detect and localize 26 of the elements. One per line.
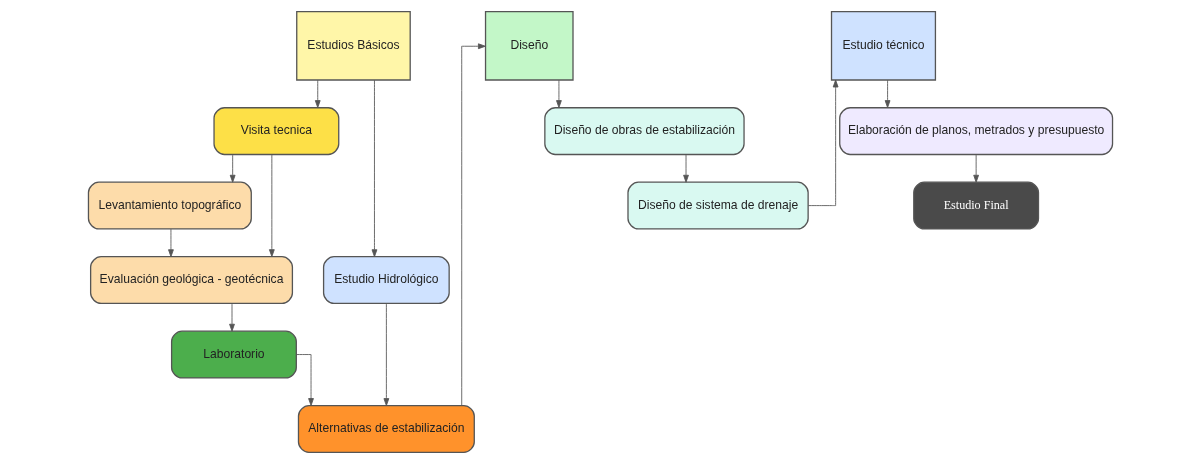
arrow [268,154,275,257]
node-box: Estudio Final [912,181,1039,230]
arrow [807,79,838,207]
node-box: Alternativas de estabilización [297,405,475,454]
node-box: Diseño de sistema de drenaje [626,181,809,230]
node-box: Estudio Hidrológico [322,256,450,305]
node-box: Diseño [484,10,574,81]
arrow [229,154,235,183]
arrow [555,79,562,108]
arrow [228,303,235,332]
arrow [167,228,174,258]
arrow [371,79,377,258]
node-box: Levantamiento topográfico [87,181,252,230]
arrow [682,154,689,183]
arrow [884,79,890,108]
arrow [383,303,389,406]
node-box: Visita tecnica [212,107,339,156]
node-box: Estudio técnico [830,10,936,81]
node-box: Laboratorio [170,330,297,379]
arrow [972,154,979,183]
node-box: Elaboración de planos, metrados y presupuesto [838,107,1113,156]
node-box: Evaluación geológica - geotécnica [89,256,293,305]
node-box: Estudios Básicos [295,10,411,81]
node-box: Diseño de obras de estabilización [543,107,745,156]
arrow [460,43,486,406]
arrow [314,79,321,108]
